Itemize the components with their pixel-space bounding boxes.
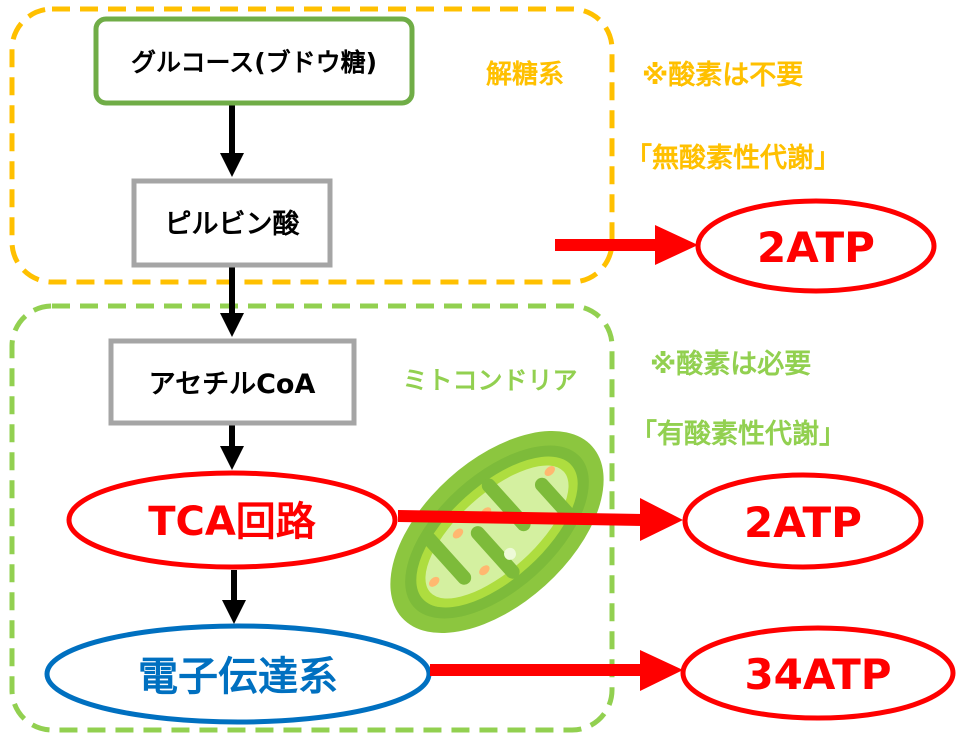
atp-tca-node — [682, 472, 924, 570]
atp-tca-label: 2ATP — [744, 498, 862, 547]
atp-glycolysis-label: 2ATP — [757, 223, 875, 272]
electron-transport-label: 電子伝達系 — [138, 654, 338, 700]
aerobic-metabolism-label: 「有酸素性代謝」 — [630, 418, 846, 450]
acetyl-coa-label: アセチルCoA — [149, 369, 316, 400]
glycolysis-label: 解糖系 — [486, 59, 564, 90]
tca-cycle-label: TCA回路 — [148, 499, 317, 545]
oxygen-required-note: ※酸素は必要 — [650, 349, 811, 380]
glucose-label: グルコース(ブドウ糖) — [131, 48, 377, 77]
atp-electron-label: 34ATP — [744, 650, 891, 699]
tca-cycle-node — [66, 470, 398, 570]
atp-arrow-electron — [430, 650, 683, 691]
mitochondria-label: ミトコンドリア — [402, 366, 577, 395]
mitochondria-region — [9, 303, 615, 733]
acetyl-coa-box — [108, 338, 357, 426]
glucose-box — [93, 16, 415, 106]
atp-arrow-tca — [398, 498, 683, 541]
mitochondrion-icon — [390, 431, 604, 633]
atp-glycolysis-node — [695, 198, 937, 294]
atp-electron-node — [680, 625, 956, 721]
electron-transport-node — [44, 623, 432, 725]
atp-arrow-glycolysis — [555, 225, 698, 265]
pyruvate-box — [131, 178, 333, 268]
flow-arrows — [220, 104, 246, 624]
anaerobic-metabolism-label: 「無酸素性代謝」 — [625, 142, 841, 174]
glycolysis-region — [9, 6, 615, 285]
pyruvate-label: ピルビン酸 — [165, 209, 301, 240]
oxygen-not-required-note: ※酸素は不要 — [642, 60, 803, 91]
